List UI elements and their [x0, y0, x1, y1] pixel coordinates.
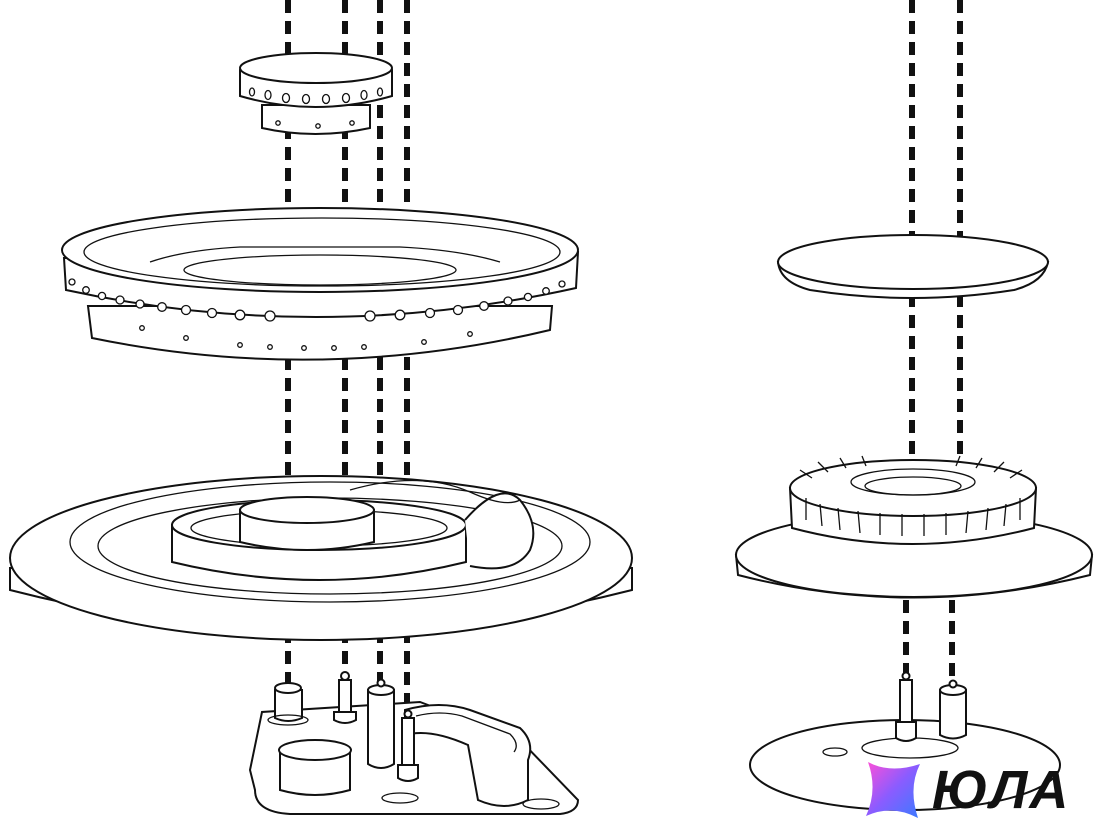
right-dashed-guides	[903, 0, 963, 690]
burner-base-tray	[9, 475, 633, 641]
large-burner-ring	[61, 207, 580, 361]
injector-bracket	[248, 671, 580, 815]
yula-watermark-logo: ЮЛА	[862, 758, 1092, 822]
yula-star-icon	[866, 762, 920, 818]
yula-brand-text: ЮЛА	[932, 760, 1071, 820]
small-burner-cap	[239, 52, 393, 135]
burner-cap-disc	[776, 234, 1050, 299]
right-base-plate	[749, 671, 1061, 811]
burner-crown-assembly	[734, 455, 1094, 599]
